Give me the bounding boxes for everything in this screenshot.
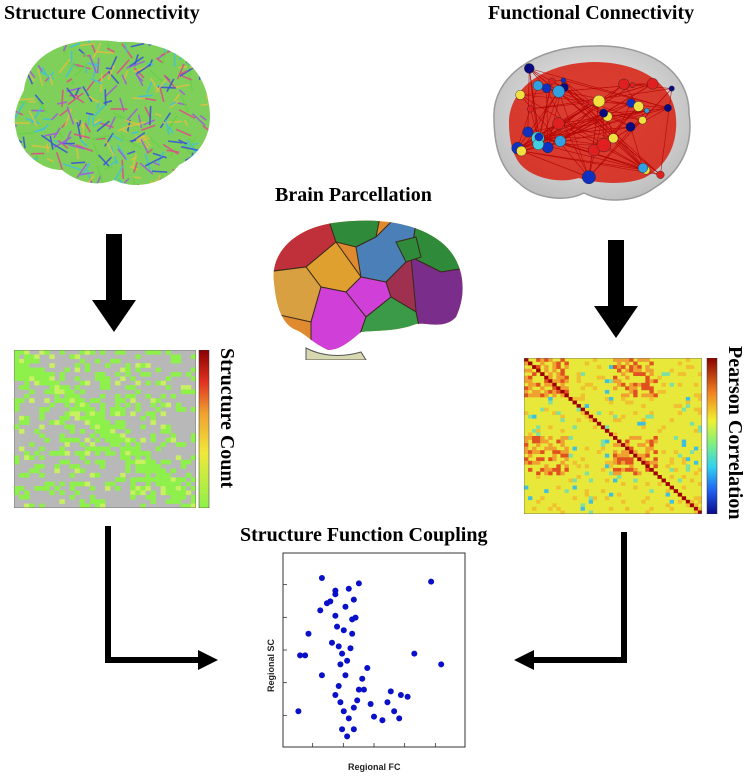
scatter-point [350, 596, 357, 603]
down-arrow-right [594, 240, 638, 338]
scatter-point [302, 652, 309, 659]
pearson-correlation-label: Pearson Correlation [724, 346, 746, 520]
structure-count-colorbar [198, 350, 210, 508]
scatter-point [342, 603, 349, 610]
structure-connectivity-title: Structure Connectivity [4, 2, 200, 24]
scatter-point [396, 715, 403, 722]
scatter-point [397, 692, 404, 698]
scatter-point [332, 612, 339, 619]
scatter-point [384, 699, 391, 706]
scatter-point [317, 607, 324, 614]
scatter-point [355, 580, 362, 587]
scatter-point [340, 627, 347, 634]
scatter-point [345, 585, 352, 592]
tractography-brain-image [14, 40, 210, 186]
functional-connectivity-title: Functional Connectivity [488, 2, 695, 24]
scatter-point [387, 688, 394, 695]
scatter-point [332, 692, 339, 698]
scatter-point [404, 693, 411, 700]
scatter-point [359, 675, 366, 682]
scatter-point [334, 623, 341, 630]
coupling-scatter-plot [282, 552, 466, 748]
scatter-point [438, 661, 445, 668]
scatter-point [344, 657, 351, 664]
pearson-correlation-colorbar [706, 358, 718, 514]
scatter-point [305, 630, 312, 637]
scatter-point [364, 665, 371, 671]
scatter-point [354, 697, 361, 704]
scatter-point [371, 713, 377, 720]
scatter-point [345, 715, 352, 722]
scatter-point [297, 652, 304, 659]
functional-connectivity-matrix [524, 358, 702, 514]
elbow-arrow-left [105, 526, 218, 670]
scatter-point [318, 575, 325, 581]
scatter-point [329, 639, 335, 646]
scatter-point [391, 708, 398, 715]
scatter-point [350, 704, 357, 711]
scatter-point [342, 672, 349, 679]
glass-brain-network-image [493, 45, 691, 201]
scatter-x-label: Regional FC [348, 762, 401, 772]
scatter-point [327, 598, 334, 605]
scatter-point [428, 578, 435, 585]
scatter-point [339, 650, 346, 657]
scatter-point [379, 717, 386, 724]
scatter-point [355, 686, 362, 693]
scatter-point [367, 701, 374, 707]
scatter-point [335, 683, 342, 689]
scatter-point [337, 661, 344, 668]
scatter-y-label: Regional SC [266, 638, 276, 692]
scatter-point [347, 645, 354, 652]
scatter-point [318, 672, 325, 679]
structure-function-coupling-title: Structure Function Coupling [240, 524, 488, 546]
structure-count-label: Structure Count [216, 348, 238, 489]
scatter-point [349, 616, 356, 623]
scatter-point [337, 699, 344, 706]
scatter-point [332, 591, 339, 598]
elbow-arrow-right [514, 532, 627, 670]
scatter-point [340, 708, 347, 715]
brain-parcellation-title: Brain Parcellation [275, 184, 432, 206]
scatter-point [295, 708, 302, 715]
brain-parcellation-image [273, 220, 463, 360]
scatter-point [349, 630, 356, 637]
scatter-point [360, 686, 367, 693]
structure-connectivity-matrix [14, 350, 196, 508]
scatter-point [339, 726, 346, 733]
scatter-point [344, 733, 351, 740]
scatter-point [335, 643, 342, 650]
scatter-point [350, 726, 357, 733]
down-arrow-left [92, 234, 136, 332]
scatter-point [411, 650, 418, 657]
